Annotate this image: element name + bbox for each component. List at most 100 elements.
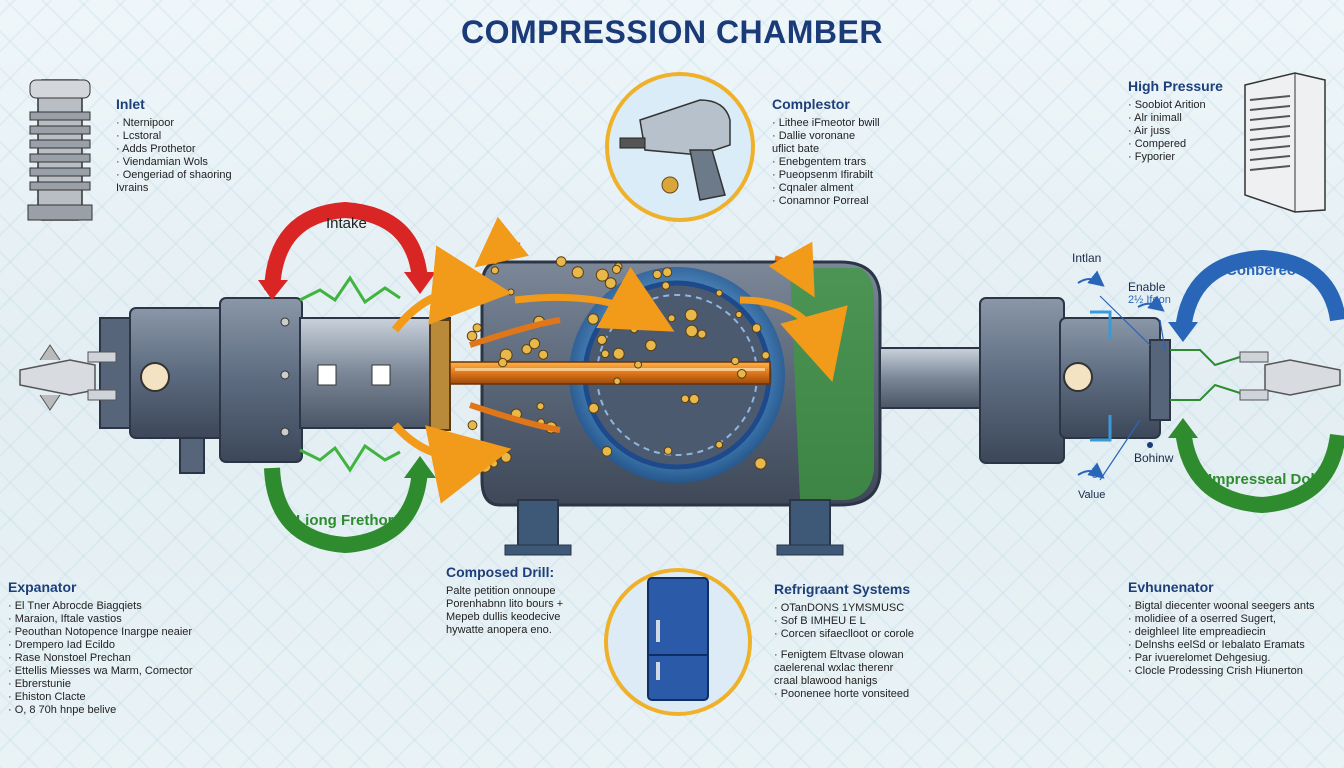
inlet-cylinder-icon <box>27 79 93 221</box>
particle <box>634 360 643 369</box>
particle <box>667 314 676 323</box>
list-item: · Conamnor Porreal <box>772 195 869 207</box>
particle <box>684 308 698 322</box>
list-item: Porenhabnn lito bours + <box>446 598 564 610</box>
list-item: craal blawood hanigs <box>774 675 878 687</box>
high-pressure-panel: High Pressure · Soobiot Arition · Alr in… <box>1128 78 1223 164</box>
particle <box>735 310 743 319</box>
particle <box>601 446 613 457</box>
list-item: · deighleeI lite empreadiecin <box>1128 626 1266 638</box>
list-item: · Lithee iFmeotor bwill <box>772 117 880 129</box>
list-item: · OTanDONS 1YMSMUSC <box>774 602 905 614</box>
expanator-panel: Expanator · El Tner Abrocde Biagqiets · … <box>8 579 193 717</box>
particle <box>521 344 532 355</box>
particle <box>588 402 600 414</box>
liong-frethore-label: Liong Frethore <box>296 512 402 529</box>
list-item: · Nternipoor <box>116 117 175 129</box>
valve-number-label: 8 <box>1092 470 1098 481</box>
enable-label: Enable <box>1128 280 1166 294</box>
particle <box>466 330 478 342</box>
left-intake-assembly <box>19 297 451 474</box>
particle <box>663 446 673 455</box>
list-item: · Alr inimall <box>1128 112 1182 124</box>
list-item: · Cqnaler alment <box>772 182 854 194</box>
pressure-unit-icon <box>1244 72 1326 213</box>
particle <box>685 324 699 338</box>
bohinw-label: Bohinw <box>1134 451 1174 465</box>
particle <box>555 256 567 267</box>
list-item: · Fenigtem Eltvase olowan <box>774 649 904 661</box>
list-item: · Ettellis Miesses wa Marm, Comector <box>8 665 193 677</box>
particle <box>630 325 639 334</box>
particle <box>662 267 673 278</box>
particle <box>467 420 478 431</box>
particle <box>689 393 700 405</box>
list-item: · Poonenee horte vonsiteed <box>774 688 910 700</box>
intake-label: Intake <box>326 215 367 232</box>
refrigerant-heading: Refrigraant Systems <box>774 581 911 597</box>
inlet-list: · Nternipoor · Lcstoral · Adds Prothetor… <box>116 117 232 195</box>
list-item: · Compered <box>1128 138 1187 150</box>
expanator-list: · El Tner Abrocde Biagqiets · Maraion, I… <box>8 600 193 717</box>
particle <box>761 351 770 360</box>
list-item: · O, 8 70h hnpe belive <box>8 704 117 716</box>
list-item: · Ehiston Clacte <box>8 691 86 703</box>
evhunenator-list: · Bigtal diecenter woonal seegers ants ·… <box>1128 600 1315 678</box>
particle <box>571 266 584 279</box>
particle <box>652 269 662 280</box>
list-item: · Corcen sifaeclloot or corole <box>774 628 915 640</box>
list-item: · Pueopsenm Ifirabilt <box>772 169 873 181</box>
composed-drill-heading: Composed Drill: <box>446 564 555 580</box>
particle <box>661 281 670 290</box>
drill-icon <box>605 72 755 222</box>
particle <box>528 338 541 350</box>
particle <box>478 459 492 473</box>
list-item: · Rase Nonstoel Prechan <box>8 652 131 664</box>
impresseal-label: Impresseal Doll <box>1208 471 1319 488</box>
flow-arrows <box>258 201 1344 554</box>
list-item: uflict bate <box>772 143 820 155</box>
list-item: · Clocle Prodessing Crish Hiunerton <box>1128 665 1303 677</box>
refrigerant-panel: Refrigraant Systems · OTanDONS 1YMSMUSC … <box>774 581 914 701</box>
list-item: hywatte anopera eno. <box>446 624 552 636</box>
list-item: · Ebrerstunie <box>8 678 71 690</box>
list-item: · Fyporier <box>1128 151 1176 163</box>
right-outlet-assembly <box>879 297 1341 464</box>
enable-sub-label: 2½ Ifoon <box>1128 294 1171 306</box>
list-item: · Delnshs eelSd or Iebalato Eramats <box>1128 639 1305 651</box>
particle <box>490 266 499 275</box>
refrigerant-list: · OTanDONS 1YMSMUSC · Sof B IMHEU E L · … <box>774 602 914 701</box>
list-item: · Bigtal diecenter woonal seegers ants <box>1128 600 1315 612</box>
list-item: · Enebgentem trars <box>772 156 867 168</box>
list-item: · molidiee of a oserred Sugert, <box>1128 613 1276 625</box>
particle <box>751 323 762 333</box>
list-item: · El Tner Abrocde Biagqiets <box>8 600 142 612</box>
list-item: · Drempero Iad Ecildo <box>8 639 115 651</box>
particle <box>697 329 707 339</box>
particle <box>536 402 545 411</box>
inlet-heading: Inlet <box>116 96 145 112</box>
list-item: Mepeb dullis keodecive <box>446 611 561 623</box>
particle <box>489 459 499 468</box>
list-item: · Air juss <box>1128 125 1171 137</box>
particle <box>500 451 512 463</box>
evhunenator-panel: Evhunenator · Bigtal diecenter woonal se… <box>1128 580 1315 678</box>
page-title: COMPRESSION CHAMBER <box>461 14 883 50</box>
particle <box>737 369 747 379</box>
particle <box>596 334 608 345</box>
particle <box>600 349 610 359</box>
list-item: · Dallie voronane <box>772 130 856 142</box>
high-pressure-heading: High Pressure <box>1128 78 1223 94</box>
composed-drill-list: Palte petition onnoupe Porenhabnn lito b… <box>446 585 563 637</box>
list-item: · Par ivuerelomet Dehgesiug. <box>1128 652 1271 664</box>
compressor-panel: Complestor · Lithee iFmeotor bwill · Dal… <box>772 96 880 208</box>
list-item: · Sof B IMHEU E L <box>774 615 866 627</box>
particle <box>715 440 724 449</box>
inlet-panel: Inlet · Nternipoor · Lcstoral · Adds Pro… <box>116 96 232 195</box>
list-item: Ivrains <box>116 182 149 194</box>
particle <box>645 339 657 352</box>
compressor-heading: Complestor <box>772 96 850 112</box>
expanator-heading: Expanator <box>8 579 77 595</box>
particle <box>587 313 600 325</box>
